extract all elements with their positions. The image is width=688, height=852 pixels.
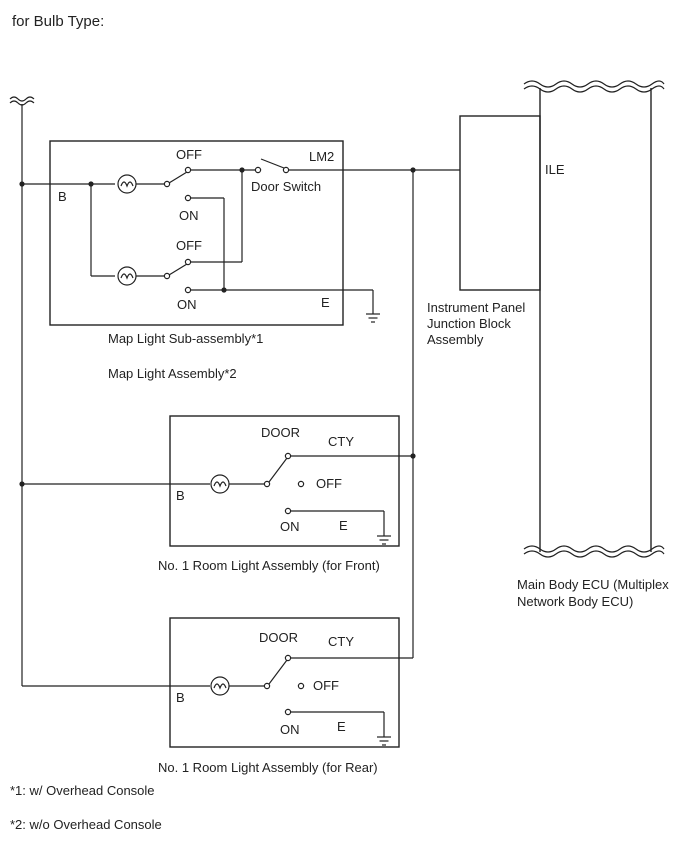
map-light-assembly-label: Map Light Assembly*2 [108,366,237,381]
ecu-label: Main Body ECU (Multiplex [517,577,669,592]
ecu-label: Network Body ECU) [517,594,633,609]
room-light-rear-label: No. 1 Room Light Assembly (for Rear) [158,760,378,775]
off-label: OFF [313,678,339,693]
junction-block-label: Instrument Panel [427,300,525,315]
b-terminal-label: B [58,189,67,204]
lm2-terminal-label: LM2 [309,149,334,164]
footnote: *1: w/ Overhead Console [10,783,155,798]
on-label: ON [280,519,300,534]
power-rail [9,96,35,686]
junction-dot [221,287,227,293]
switch-lever [168,263,188,276]
door-switch-lever [260,158,285,169]
cty-bus [410,167,416,658]
b-terminal-label: B [176,488,185,503]
cty-terminal-label: CTY [328,434,354,449]
map-light-assembly: OFF ON Door Switch LM2 OFF ON [19,140,460,381]
on-label: ON [280,722,300,737]
ile-terminal-label: ILE [545,162,565,177]
bulb-icon [210,676,230,696]
door-label: DOOR [259,630,298,645]
ground-icon [366,313,380,323]
e-terminal-label: E [339,518,348,533]
door-switch-label: Door Switch [251,179,321,194]
switch-off-label: OFF [176,147,202,162]
off-label: OFF [316,476,342,491]
diagram-title: for Bulb Type: [12,13,104,30]
cty-terminal-label: CTY [328,634,354,649]
switch-lever [168,171,188,184]
junction-dot [19,481,25,487]
bulb-icon [117,266,137,286]
switch-off-label: OFF [176,238,202,253]
room-light-rear-box [169,617,400,748]
main-body-ecu: ILE Main Body ECU (Multiplex Network Bod… [517,80,669,609]
ground-icon [377,535,391,545]
door-label: DOOR [261,425,300,440]
map-light-box [49,140,344,326]
room-light-rear: DOOR CTY OFF ON B E No. 1 Room Light Ass… [22,617,413,775]
bulb-icon [117,174,137,194]
switch-lever [268,659,288,685]
switch-lever [268,457,288,483]
footnote: *2: w/o Overhead Console [10,817,162,832]
ground-icon [377,736,391,746]
e-terminal-label: E [321,295,330,310]
room-light-front-box [169,415,400,547]
junction-block: Instrument Panel Junction Block Assembly [427,115,541,347]
map-light-sub-assembly-label: Map Light Sub-assembly*1 [108,331,263,346]
junction-block-box [459,115,541,291]
room-light-front-label: No. 1 Room Light Assembly (for Front) [158,558,380,573]
junction-block-label: Assembly [427,332,484,347]
room-light-front: DOOR CTY OFF ON B E No. 1 Room Light Ass… [19,415,413,573]
junction-block-label: Junction Block [427,316,511,331]
e-terminal-label: E [337,719,346,734]
switch-on-label: ON [179,208,199,223]
bulb-icon [210,474,230,494]
b-terminal-label: B [176,690,185,705]
switch-on-label: ON [177,297,197,312]
junction-dot [19,181,25,187]
